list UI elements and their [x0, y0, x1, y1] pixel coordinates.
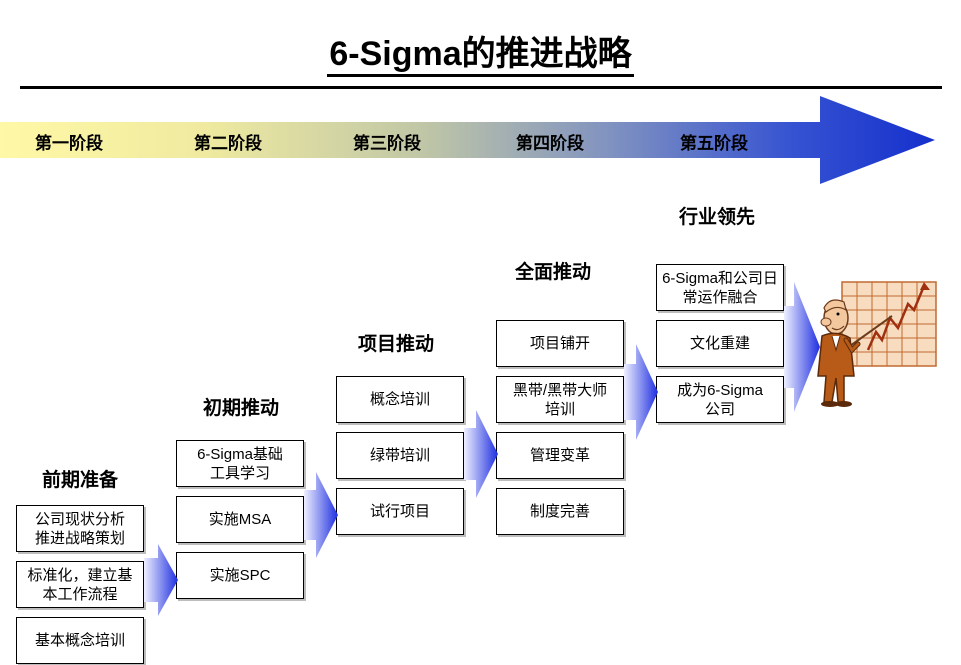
stage2-item-1: 6-Sigma基础 工具学习: [176, 440, 304, 487]
stage3-item-3-text: 试行项目: [369, 503, 430, 520]
phase-label-2: 第二阶段: [194, 134, 262, 154]
stage5-item-1-text: 6-Sigma和公司日 常运作融合: [662, 269, 778, 306]
stage5-item-2-text: 文化重建: [689, 335, 750, 352]
stage-title-3: 项目推动: [358, 333, 435, 355]
stage2-item-3-text: 实施SPC: [209, 567, 271, 584]
phase-arrow: [0, 96, 935, 184]
stage4-item-3-text: 管理变革: [529, 447, 590, 464]
phase-label-3: 第三阶段: [353, 134, 421, 154]
stage3-item-1-text: 概念培训: [369, 391, 430, 408]
stage5-item-1: 6-Sigma和公司日 常运作融合: [656, 264, 784, 311]
chevron-arrow-3: [464, 410, 498, 498]
stage2-item-1-text: 6-Sigma基础 工具学习: [197, 445, 283, 482]
stage3-item-2-text: 绿带培训: [369, 447, 430, 464]
chevron-arrow-4: [624, 344, 658, 440]
stage3-item-2: 绿带培训: [336, 432, 464, 479]
stage-title-1: 前期准备: [42, 469, 119, 491]
stage4-item-2: 黑带/黑带大师 培训: [496, 376, 624, 423]
stage5-item-3: 成为6-Sigma 公司: [656, 376, 784, 423]
stage-title-5: 行业领先: [679, 206, 756, 228]
stage4-item-2-text: 黑带/黑带大师 培训: [512, 381, 608, 418]
stage4-item-3: 管理变革: [496, 432, 624, 479]
chevron-arrow-2: [304, 472, 338, 558]
stage4-item-1: 项目铺开: [496, 320, 624, 367]
stage4-item-4: 制度完善: [496, 488, 624, 535]
stage4-item-1-text: 项目铺开: [529, 335, 590, 352]
phase-label-5: 第五阶段: [680, 134, 748, 154]
stage1-item-2: 标准化，建立基 本工作流程: [16, 561, 144, 608]
stage4-item-4-text: 制度完善: [529, 503, 590, 520]
phase-label-4: 第四阶段: [516, 134, 584, 154]
stage1-item-1: 公司现状分析 推进战略策划: [16, 505, 144, 552]
stage3-item-1: 概念培训: [336, 376, 464, 423]
stage2-item-2: 实施MSA: [176, 496, 304, 543]
title-divider: [20, 86, 942, 89]
stage-title-4: 全面推动: [515, 261, 592, 283]
stage2-item-3: 实施SPC: [176, 552, 304, 599]
stage-title-2: 初期推动: [203, 397, 280, 419]
phase-label-1: 第一阶段: [35, 134, 103, 154]
page-title-text: 6-Sigma的推进战略: [327, 35, 634, 77]
stage1-item-2-text: 标准化，建立基 本工作流程: [27, 566, 133, 603]
stage2-item-2-text: 实施MSA: [208, 511, 272, 528]
chevron-arrow-5: [784, 282, 820, 412]
stage5-item-3-text: 成为6-Sigma 公司: [677, 381, 763, 418]
stage3-item-3: 试行项目: [336, 488, 464, 535]
presenter-chart-icon: [817, 281, 937, 407]
stage1-item-3-text: 基本概念培训: [34, 632, 125, 649]
stage5-item-2: 文化重建: [656, 320, 784, 367]
page-title: 6-Sigma的推进战略: [0, 26, 961, 77]
chevron-arrow-1: [144, 544, 178, 616]
stage1-item-1-text: 公司现状分析 推进战略策划: [34, 510, 125, 547]
stage1-item-3: 基本概念培训: [16, 617, 144, 664]
